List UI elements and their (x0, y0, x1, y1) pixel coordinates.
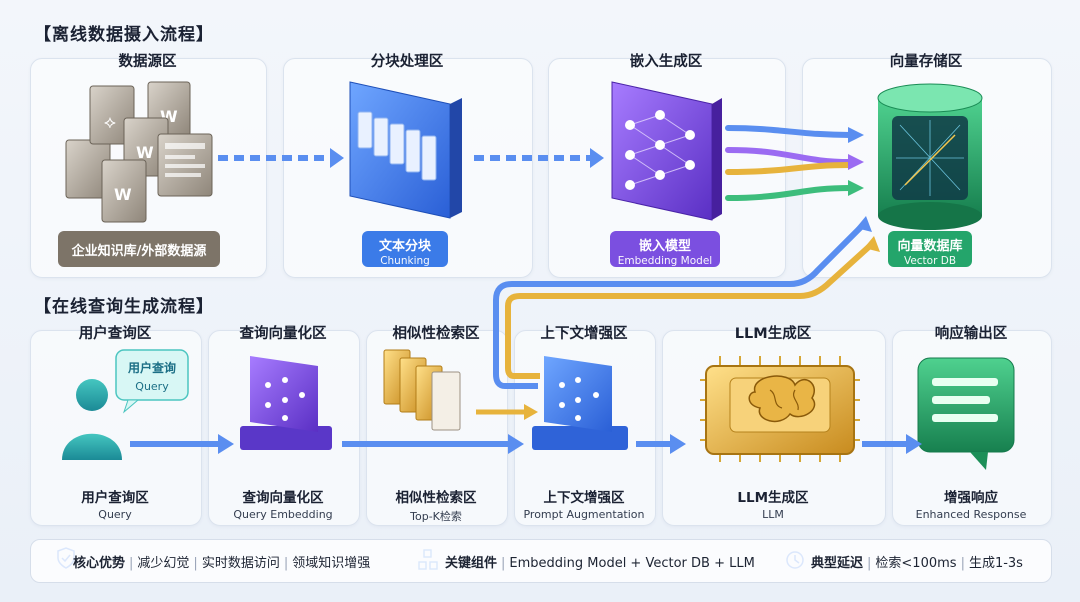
query-bubble-sub: Query (135, 380, 169, 393)
neural-net-icon (611, 81, 722, 221)
offline-section-title: 【离线数据摄入流程】 (34, 25, 214, 45)
label-response-sub: Enhanced Response (915, 508, 1027, 521)
tag-vector-db: 向量数据库 Vector DB (888, 231, 972, 267)
online-section-title: 【在线查询生成流程】 (34, 297, 214, 317)
zone-title-query-embedding: 查询向量化区 (239, 326, 327, 342)
zone-title-llm: LLM生成区 (734, 326, 812, 342)
offline-dashed-arrows (218, 148, 604, 168)
chunk-icon (349, 81, 462, 219)
tag-data-source: 企业知识库/外部数据源 (58, 231, 220, 267)
retrieved-docs-icon (383, 349, 461, 431)
footer-components: 关键组件|Embedding Model + Vector DB + LLM (445, 556, 755, 571)
label-llm-sub: LLM (762, 508, 784, 521)
chat-icon (917, 357, 1015, 470)
query-neural-net-icon (240, 356, 332, 450)
label-user-query-sub: Query (98, 508, 132, 521)
components-title: 关键组件 (445, 556, 498, 571)
advantage-3: 领域知识增强 (292, 556, 371, 571)
footer-latency: 典型延迟|检索<100ms|生成1-3s (811, 556, 1023, 571)
tag-chunking: 文本分块 Chunking (362, 231, 448, 267)
label-user-query: 用户查询区 Query (30, 486, 200, 521)
zone-title-user-query: 用户查询区 (78, 326, 152, 342)
label-similarity: 相似性检索区 Top-K检索 (366, 486, 506, 524)
brain-icon (748, 375, 816, 423)
label-user-query-main: 用户查询区 (81, 490, 149, 506)
user-icon (62, 379, 122, 460)
zone-title-response: 响应输出区 (934, 326, 1008, 342)
label-context-sub: Prompt Augmentation (523, 508, 645, 521)
label-response: 增强响应 Enhanced Response (892, 486, 1050, 521)
footer-advantages: 核心优势|减少幻觉|实时数据访问|领域知识增强 (73, 556, 371, 571)
tag-embedding: 嵌入模型 Embedding Model (610, 231, 720, 267)
tag-vector-db-sub: Vector DB (903, 255, 957, 267)
label-similarity-sub: Top-K检索 (410, 510, 462, 523)
label-similarity-main: 相似性检索区 (395, 490, 477, 506)
zone-title-embedding: 嵌入生成区 (629, 54, 703, 70)
zone-title-context: 上下文增强区 (540, 326, 628, 342)
database-icon (877, 83, 983, 230)
tag-vector-db-main: 向量数据库 (897, 239, 963, 254)
footer-bar: 核心优势|减少幻觉|实时数据访问|领域知识增强 关键组件|Embedding M… (30, 539, 1052, 583)
doc-icon: ⟡ W W W (65, 81, 213, 223)
label-query-embedding-main: 查询向量化区 (242, 490, 324, 506)
tag-chunking-main: 文本分块 (378, 239, 431, 254)
components-value: Embedding Model + Vector DB + LLM (509, 556, 755, 571)
latency-retrieval: 检索<100ms (875, 556, 957, 571)
tag-embedding-sub: Embedding Model (617, 255, 713, 267)
label-llm-main: LLM生成区 (737, 490, 809, 506)
label-query-embedding-sub: Query Embedding (233, 508, 333, 521)
svg-text:⟡: ⟡ (104, 112, 116, 133)
label-llm: LLM生成区 LLM (662, 486, 884, 521)
latency-generation: 生成1-3s (968, 556, 1023, 571)
advantage-2: 实时数据访问 (201, 556, 280, 571)
query-bubble: 用户查询 Query (115, 349, 189, 414)
tag-data-source-main: 企业知识库/外部数据源 (71, 244, 207, 259)
word-letter-2: W (136, 143, 154, 162)
zone-title-data-source: 数据源区 (118, 54, 177, 70)
vector-db-query-loop (493, 216, 880, 389)
embed-to-db-flows (725, 125, 864, 201)
label-response-main: 增强响应 (944, 490, 998, 506)
label-context-main: 上下文增强区 (543, 490, 625, 506)
zone-title-similarity: 相似性检索区 (392, 326, 480, 342)
label-context: 上下文增强区 Prompt Augmentation (514, 486, 654, 521)
advantages-title: 核心优势 (73, 556, 126, 571)
word-letter-3: W (114, 185, 132, 204)
label-query-embedding: 查询向量化区 Query Embedding (208, 486, 358, 521)
query-bubble-main: 用户查询 (127, 360, 176, 375)
advantage-1: 减少幻觉 (137, 556, 190, 571)
context-neural-net-icon (532, 356, 628, 450)
zone-title-vector-store: 向量存储区 (889, 54, 963, 70)
latency-title: 典型延迟 (811, 556, 864, 571)
tag-chunking-sub: Chunking (380, 255, 430, 267)
online-arrows (130, 404, 922, 454)
zone-title-chunking: 分块处理区 (370, 54, 444, 70)
tag-embedding-main: 嵌入模型 (638, 239, 691, 254)
